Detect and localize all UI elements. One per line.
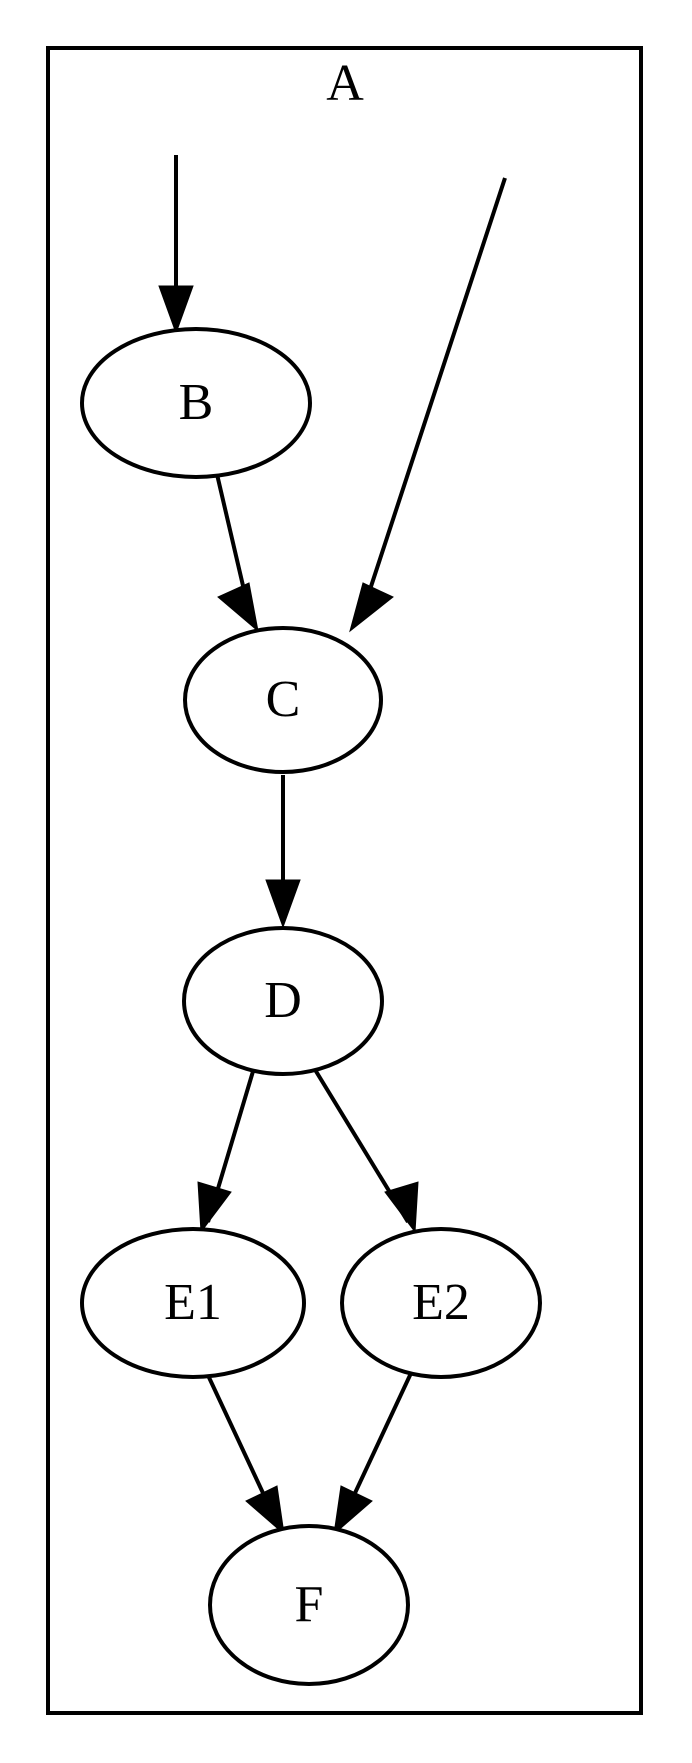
arrowhead-icon xyxy=(333,1485,373,1536)
node-e1[interactable]: E1 xyxy=(80,1227,306,1379)
arrowhead-icon xyxy=(245,1485,285,1536)
edge-e1-to-f[interactable] xyxy=(204,1370,285,1536)
node-shape xyxy=(183,626,383,774)
node-shape xyxy=(80,327,312,479)
node-shape xyxy=(340,1227,542,1379)
edge-b-to-c[interactable] xyxy=(214,469,259,633)
node-f[interactable]: F xyxy=(208,1524,410,1686)
arrowhead-icon xyxy=(384,1181,419,1234)
node-label: D xyxy=(264,972,302,1029)
node-shape xyxy=(80,1227,306,1379)
edge-c-to-d[interactable] xyxy=(265,775,301,929)
node-label: E1 xyxy=(164,1274,222,1331)
node-label: C xyxy=(266,671,301,728)
node-b[interactable]: B xyxy=(80,327,312,479)
node-d[interactable]: D xyxy=(182,926,384,1076)
node-e2[interactable]: E2 xyxy=(340,1227,542,1379)
arrowhead-icon xyxy=(349,582,394,633)
arrowhead-icon xyxy=(217,582,259,633)
edge-d-to-e1[interactable] xyxy=(197,1067,256,1234)
edge-group xyxy=(158,155,507,1536)
edge-e2-to-f[interactable] xyxy=(333,1370,414,1536)
node-group: B C D E1 E2 F xyxy=(80,327,542,1686)
arrowhead-icon xyxy=(158,285,194,335)
edge-in-to-b[interactable] xyxy=(158,155,194,335)
edge-in-to-c[interactable] xyxy=(349,177,507,633)
node-label: E2 xyxy=(412,1274,470,1331)
node-label: B xyxy=(179,374,214,431)
cluster-label-a: A xyxy=(326,55,364,112)
edge-d-to-e2[interactable] xyxy=(312,1066,419,1234)
node-shape xyxy=(182,926,384,1076)
edge-line xyxy=(358,177,507,621)
arrowhead-icon xyxy=(265,879,301,929)
arrowhead-icon xyxy=(197,1181,232,1234)
cluster-box-a xyxy=(46,46,643,1715)
node-label: F xyxy=(295,1576,324,1633)
node-c[interactable]: C xyxy=(183,626,383,774)
node-shape xyxy=(208,1524,410,1686)
